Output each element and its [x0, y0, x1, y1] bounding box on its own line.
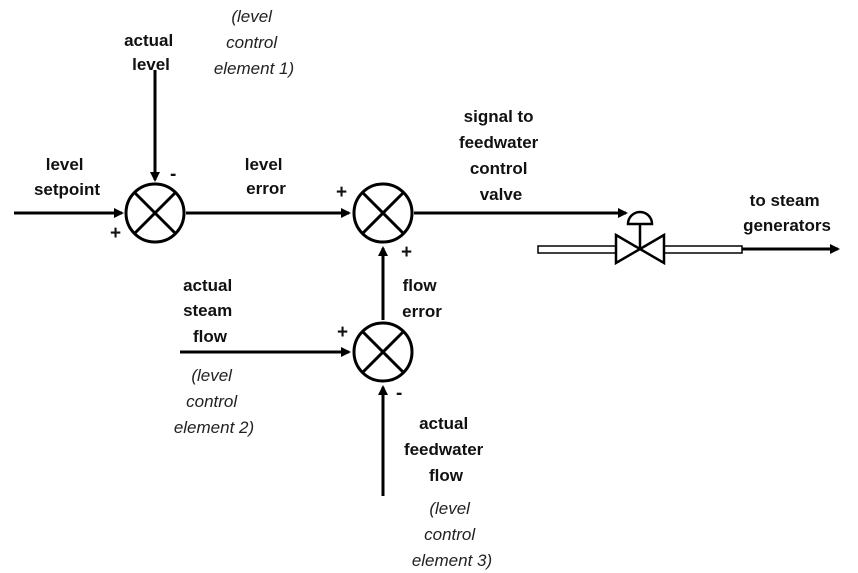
summing-junction-1 — [124, 182, 186, 244]
summing-junction-2 — [352, 182, 414, 244]
level-control-element-1-note: (level control element 1) — [214, 7, 294, 78]
feedwater-pipe — [537, 244, 840, 254]
summing-junction-3 — [352, 321, 414, 383]
sign-j1-top: - — [170, 164, 176, 185]
level-setpoint-label: level setpoint — [34, 155, 100, 199]
control-valve — [614, 210, 666, 266]
level-control-element-2-note: (level control element 2) — [174, 366, 254, 437]
level-error-label: level error — [245, 155, 288, 198]
sign-j3-bottom: - — [396, 383, 402, 404]
signal-label: signal to feedwater control valve — [459, 107, 543, 204]
actual-steam-flow-label: actual steam flow — [183, 276, 237, 346]
flow-error-label: flow error — [402, 276, 442, 321]
sign-j3-input: + — [337, 322, 348, 343]
level-control-element-3-note: (level control element 3) — [412, 499, 492, 570]
actual-level-label: actual level — [124, 31, 178, 74]
to-steam-generators-label: to steam generators — [743, 191, 831, 235]
sign-j1-input: + — [110, 223, 121, 244]
actual-feedwater-flow-label: actual feedwater flow — [404, 414, 488, 485]
sign-j2-input: + — [336, 182, 347, 203]
sign-j2-bottom: + — [401, 242, 412, 263]
